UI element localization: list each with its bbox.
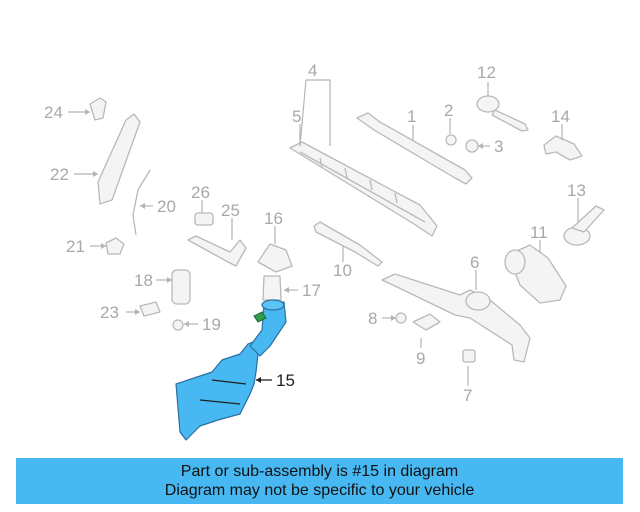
callout-3: 3 — [494, 137, 503, 156]
callout-10: 10 — [333, 261, 352, 280]
callout-19: 19 — [202, 315, 221, 334]
callout-20: 20 — [157, 197, 176, 216]
callout-17: 17 — [302, 281, 321, 300]
callout-15: 15 — [276, 371, 295, 390]
callout-25: 25 — [221, 201, 240, 220]
bracket-part — [543, 135, 583, 161]
callout-6: 6 — [470, 253, 479, 272]
callout-16: 16 — [264, 209, 283, 228]
washer-reservoir-highlighted — [175, 299, 287, 441]
callout-labels: 4 5 1 2 3 12 14 13 11 6 10 7 8 9 16 17 2… — [44, 61, 586, 405]
callout-4: 4 — [308, 61, 317, 80]
callout-2: 2 — [444, 101, 453, 120]
parts-diagram: 4 5 1 2 3 12 14 13 11 6 10 7 8 9 16 17 2… — [44, 61, 605, 441]
callout-21: 21 — [66, 237, 85, 256]
callout-9: 9 — [416, 349, 425, 368]
small-fittings — [395, 312, 476, 363]
link-rod — [313, 221, 383, 267]
callout-13: 13 — [567, 181, 586, 200]
pivot-part — [563, 205, 605, 246]
cap-parts — [445, 134, 479, 153]
banner-line-1: Part or sub-assembly is #15 in diagram — [180, 463, 459, 480]
callout-11: 11 — [530, 223, 548, 242]
wiper-blade — [289, 141, 438, 237]
left-side-parts — [89, 97, 247, 331]
callout-14: 14 — [551, 107, 570, 126]
banner-line-2: Diagram may not be specific to your vehi… — [164, 482, 475, 499]
nozzle-part — [476, 95, 529, 132]
callout-7: 7 — [463, 386, 472, 405]
callout-26: 26 — [191, 183, 210, 202]
callout-5: 5 — [292, 107, 301, 126]
wiper-linkage — [381, 273, 531, 363]
callout-12: 12 — [477, 63, 496, 82]
callout-24: 24 — [44, 103, 63, 122]
callout-8: 8 — [368, 309, 377, 328]
callout-22: 22 — [50, 165, 69, 184]
info-banner: Part or sub-assembly is #15 in diagram D… — [16, 458, 623, 504]
wiper-arm — [356, 112, 473, 185]
wiper-motor — [504, 244, 567, 304]
grommet-parts — [257, 243, 293, 301]
callout-18: 18 — [134, 271, 153, 290]
arrowheads — [85, 109, 483, 383]
callout-1: 1 — [407, 107, 416, 126]
callout-23: 23 — [100, 303, 119, 322]
